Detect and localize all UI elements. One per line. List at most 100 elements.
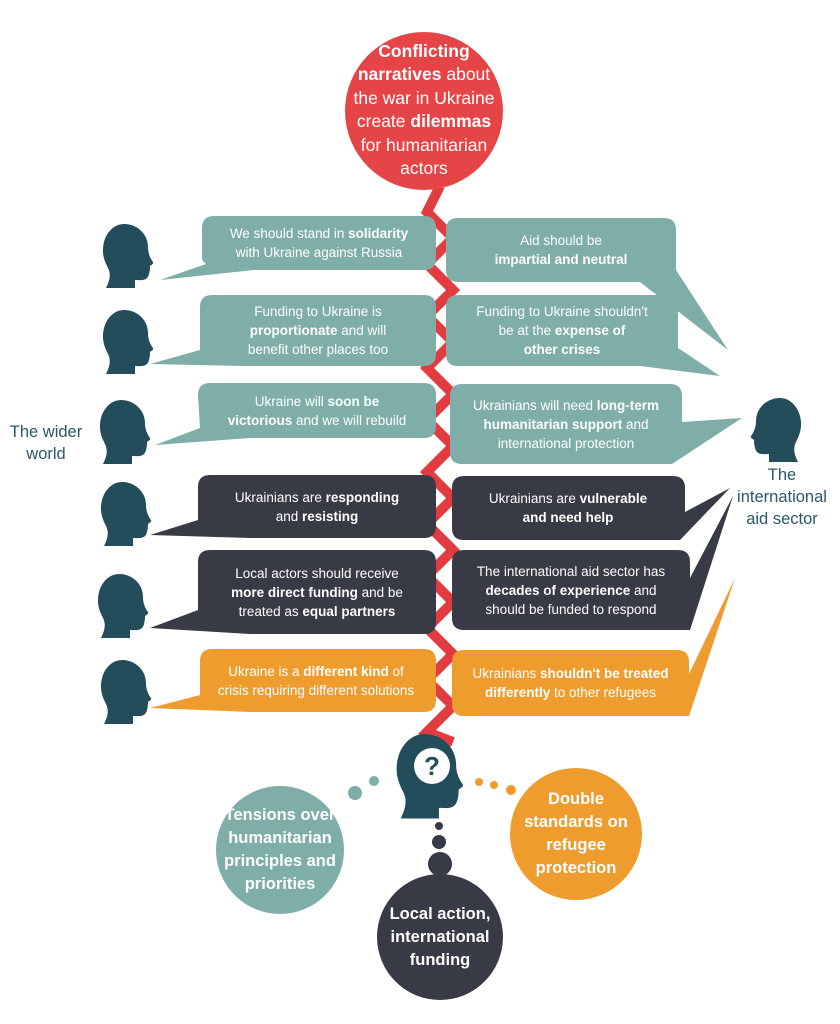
bold-text: different kind [303, 663, 389, 679]
text-line: Tensions over [224, 806, 336, 824]
text-line: Conflicting [353, 40, 494, 64]
right-bubble-text-expense: Funding to Ukraine shouldn't be at the ex… [450, 295, 674, 366]
text: and [630, 582, 657, 598]
left-label-text: The wider world [9, 423, 83, 463]
text-line: Ukrainians are responding [235, 488, 399, 507]
thought-dots [348, 776, 516, 876]
text: to other refugees [550, 685, 657, 700]
text-line: other crises [476, 340, 647, 359]
head-icon [100, 482, 152, 546]
left-heads [97, 224, 154, 724]
bold-text: Conflicting [378, 40, 470, 61]
right-bubble-text-impartial: Aid should be impartial and neutral [450, 218, 672, 282]
text: international protection [497, 435, 635, 451]
bold-text: victorious [227, 412, 293, 428]
text-line: Ukrainians are vulnerable [489, 489, 647, 508]
text: Funding to Ukraine shouldn't [476, 304, 648, 319]
text-line: decades of experience and [477, 581, 665, 600]
text: and will [337, 323, 387, 338]
text-line: for humanitarian [353, 134, 494, 158]
outcome-text-double-standards: Double standards on refugee protection [510, 768, 642, 900]
text-line: with Ukraine against Russia [230, 243, 408, 262]
text-line: actors [353, 157, 494, 181]
text-line: and resisting [235, 507, 399, 526]
text-line: Aid should be [495, 231, 628, 250]
left-bubble-text-different-kind: Ukraine is a different kind of crisis req… [200, 649, 432, 712]
right-bubble-vulnerable [452, 476, 730, 540]
text-line: more direct funding and be [231, 583, 403, 602]
right-bubble-experience [452, 496, 733, 630]
thought-dot [369, 776, 379, 786]
text: and be [357, 584, 403, 600]
head-icon [100, 660, 152, 724]
text: Funding to Ukraine is [254, 304, 382, 319]
text-line: Double [548, 790, 604, 808]
bold-text: soon be [327, 393, 380, 409]
text: Aid should be [520, 233, 602, 248]
text-line: The international aid sector has [477, 562, 665, 581]
question-mark: ? [414, 748, 450, 784]
outcome-circle-local-action [377, 874, 503, 1000]
title-circle [345, 32, 503, 190]
text-line: principles and [224, 852, 336, 870]
text: crisis requiring different solutions [217, 682, 415, 698]
text-line: impartial and neutral [495, 250, 628, 269]
text-line: Funding to Ukraine shouldn't [476, 302, 647, 321]
text-line: crisis requiring different solutions [218, 681, 414, 700]
left-bubble-different-kind [150, 649, 436, 712]
text: Ukraine is a [228, 663, 304, 679]
text: Ukrainians are [234, 489, 326, 505]
head-icon [102, 224, 154, 288]
left-bubble-local-actors [150, 550, 436, 634]
text-line: the war in Ukraine [353, 87, 494, 111]
left-bubble-solidarity [160, 216, 436, 280]
text-line: refugee [546, 836, 606, 854]
outcome-circle-double-standards [510, 768, 642, 900]
bold-text: shouldn't be treated [540, 666, 669, 681]
text: be at the [498, 323, 555, 338]
text-block: Funding to Ukraine shouldn't be at the ex… [476, 302, 647, 359]
text-line: international [390, 927, 490, 946]
text: the war in Ukraine [353, 87, 495, 108]
text-line: funding [409, 950, 471, 969]
text-line: benefit other places too [248, 340, 388, 359]
text: treated as [238, 603, 303, 619]
text-line: international protection [473, 434, 659, 453]
bold-text: more direct funding [231, 584, 358, 600]
bold-text: expense of [554, 323, 626, 338]
bold-text: equal partners [302, 603, 396, 619]
text-line: treated as equal partners [231, 602, 403, 621]
text-line: protection [535, 859, 617, 877]
text-line: Ukraine will soon be [228, 392, 407, 411]
text-line: Funding to Ukraine is [248, 302, 388, 321]
text: benefit other places too [247, 342, 389, 357]
text: of [388, 663, 404, 679]
text-line: standards on [524, 813, 628, 831]
text-line: Local actors should receive [231, 564, 403, 583]
head-icon [102, 310, 154, 374]
left-label-wider-world: The wider world [0, 415, 92, 471]
text: for humanitarian [360, 134, 488, 155]
bold-text: vulnerable [579, 491, 648, 506]
text-block: Aid should be impartial and neutral [495, 231, 628, 269]
bold-text: impartial and neutral [494, 252, 628, 267]
text-line: should be funded to respond [477, 600, 665, 619]
text-line: Ukrainians shouldn't be treated [473, 664, 669, 683]
thought-dot [475, 778, 483, 786]
text-line: humanitarian support and [473, 415, 659, 434]
text: Ukraine will [254, 393, 328, 409]
text-line: victorious and we will rebuild [228, 411, 407, 430]
text: and [275, 508, 302, 524]
thought-dot [490, 781, 498, 789]
